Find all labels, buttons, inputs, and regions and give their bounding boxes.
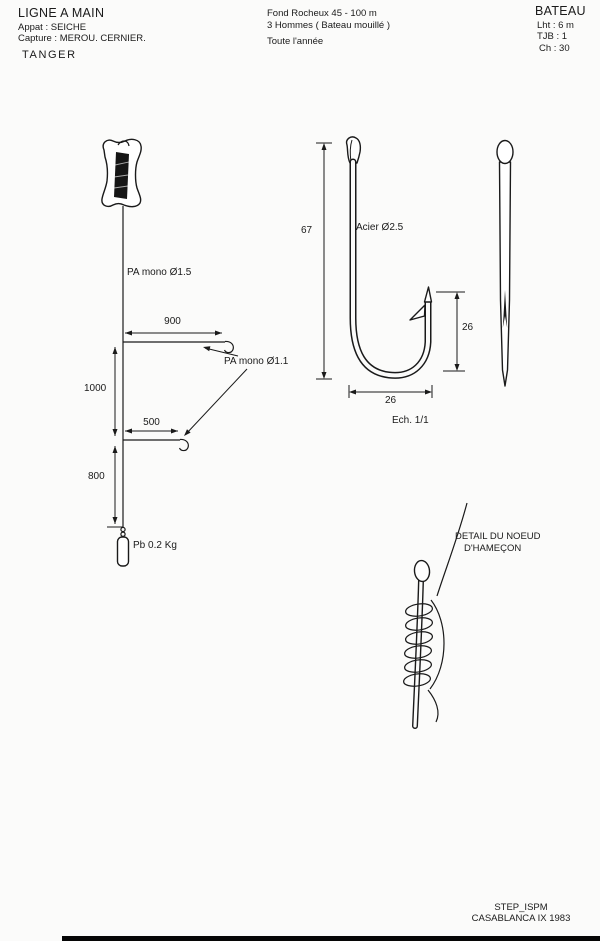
capture-label: Capture : MEROU. CERNIER. — [18, 33, 146, 44]
sinker-body — [116, 536, 130, 567]
scan-edge-artifact — [62, 936, 600, 941]
snood-1 — [123, 340, 234, 354]
knot-detail — [402, 502, 468, 729]
hook-side-view — [496, 139, 514, 387]
snood-label: PA mono Ø1.1 — [224, 356, 289, 367]
knot-tag-end — [427, 689, 439, 723]
knot-hook-spade — [413, 559, 431, 583]
hook-height-label: 67 — [301, 225, 313, 236]
knot-wraps — [402, 603, 434, 687]
boat-tonnage-label: TJB : 1 — [537, 31, 568, 42]
dim-arrow-26-bottom — [348, 385, 433, 398]
footer-block: STEP_ISPM CASABLANCA IX 1983 — [463, 902, 579, 925]
boat-length-label: Lht : 6 m — [537, 20, 574, 31]
snood-2 — [123, 438, 189, 452]
hook-front-view — [345, 136, 433, 379]
ground-label: Fond Rocheux 45 - 100 m — [267, 8, 377, 19]
dim-arrow-800 — [107, 446, 123, 528]
dim-1000-label: 1000 — [84, 383, 107, 394]
snood-leader-arrow-2 — [184, 368, 248, 436]
footer-place-date: CASABLANCA IX 1983 — [471, 912, 571, 924]
snood-2-hook — [178, 438, 189, 452]
sinker-label: Pb 0.2 Kg — [133, 540, 177, 551]
bait-label: Appat : SEICHE — [18, 22, 87, 33]
dim-arrow-67 — [316, 142, 332, 380]
hook-material-label: Acier Ø2.5 — [356, 222, 404, 233]
snood-1-hook — [223, 340, 234, 354]
hand-reel — [101, 138, 142, 208]
dim-800-label: 800 — [88, 471, 105, 482]
dim-900-label: 900 — [164, 316, 181, 327]
season-label: Toute l'année — [267, 36, 324, 47]
hook-point — [423, 286, 433, 303]
swivel — [120, 526, 126, 537]
main-line-label: PA mono Ø1.5 — [127, 267, 192, 278]
boat-title: BATEAU — [535, 4, 586, 18]
scale-label: Ech. 1/1 — [392, 415, 429, 426]
footer-org: STEP_ISPM — [494, 902, 548, 913]
dim-arrow-26-right — [436, 291, 465, 372]
hook-shank-outline — [349, 158, 432, 379]
page-title: LIGNE A MAIN — [18, 6, 105, 20]
snood-leader-arrow-1 — [203, 346, 239, 357]
knot-title-line2: D'HAMEÇON — [464, 543, 522, 554]
hook-gap-label: 26 — [462, 322, 474, 333]
knot-standing-line — [436, 502, 468, 597]
dim-arrow-900 — [125, 330, 222, 336]
port-label: TANGER — [22, 49, 77, 61]
dim-arrow-500 — [125, 428, 178, 434]
knot-title-line1: DETAIL DU NOEUD — [455, 531, 541, 542]
hook-barb — [409, 304, 426, 321]
dim-arrow-1000 — [112, 347, 118, 436]
hook-width-label: 26 — [384, 395, 397, 406]
boat-power-label: Ch : 30 — [539, 43, 570, 54]
dim-500-label: 500 — [143, 417, 160, 428]
hook-side-barb-notch — [502, 290, 508, 328]
crew-label: 3 Hommes ( Bateau mouillé ) — [267, 20, 391, 31]
knot-outer-loop — [429, 599, 445, 690]
